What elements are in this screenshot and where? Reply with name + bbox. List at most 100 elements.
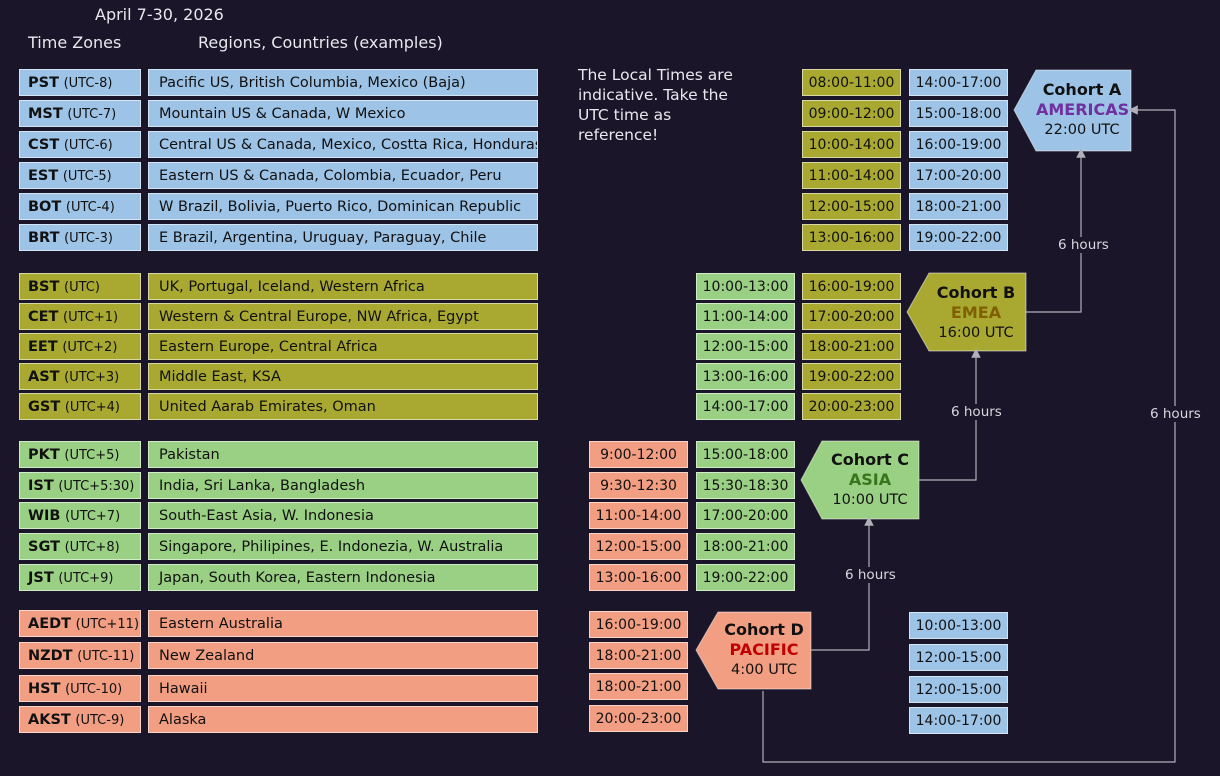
gap-label-bc: 6 hours [949,404,1004,420]
time-slot-americas-a: 13:00-16:00 [802,224,901,251]
region-cell: United Aarab Emirates, Oman [148,393,538,420]
timezone-offset: (UTC+9) [58,571,114,586]
time-slot-americas-a: 08:00-11:00 [802,69,901,96]
arrow-b-to-a [1026,148,1086,313]
timezone-offset: (UTC-6) [63,138,113,153]
timezone-abbr: BRT [28,230,60,246]
timezone-cell: HST (UTC-10) [19,675,141,702]
region-cell: Eastern US & Canada, Colombia, Ecuador, … [148,162,538,189]
timezone-cell: BOT (UTC-4) [19,193,141,220]
timezone-abbr: WIB [28,508,61,524]
timezone-abbr: PKT [28,447,60,463]
time-slot-asia-b: 17:00-20:00 [696,502,795,529]
timezone-abbr: CST [28,137,60,153]
time-slot-americas-b: 19:00-22:00 [909,224,1008,251]
timezone-offset: (UTC) [64,280,100,295]
timezone-cell: PST (UTC-8) [19,69,141,96]
timezone-offset: (UTC+1) [63,310,119,325]
timezone-abbr: CET [28,309,59,325]
time-slot-pacific-a: 18:00-21:00 [589,673,688,700]
time-slot-pacific-b: 10:00-13:00 [909,612,1008,639]
time-slot-americas-a: 12:00-15:00 [802,193,901,220]
time-slot-americas-b: 17:00-20:00 [909,162,1008,189]
timezone-cell: EET (UTC+2) [19,333,141,360]
time-slot-emea-a: 12:00-15:00 [696,333,795,360]
time-slot-emea-a: 14:00-17:00 [696,393,795,420]
timezone-cell: EST (UTC-5) [19,162,141,189]
timezone-abbr: AKST [28,712,71,728]
region-cell: Alaska [148,706,538,733]
cohort-d-title: Cohort D [724,620,804,639]
arrow-c-to-b [919,348,981,481]
timezone-abbr: BOT [28,199,62,215]
timezone-offset: (UTC-8) [63,76,113,91]
cohort-d-region: PACIFIC [729,640,799,659]
time-slot-emea-b: 18:00-21:00 [802,333,901,360]
timezone-abbr: BST [28,279,60,295]
timezone-cell: JST (UTC+9) [19,564,141,591]
time-slot-emea-a: 13:00-16:00 [696,363,795,390]
timezone-abbr: PST [28,75,59,91]
timezone-abbr: IST [28,478,54,494]
time-slot-emea-b: 17:00-20:00 [802,303,901,330]
gap-label-da: 6 hours [1148,406,1203,422]
timezone-offset: (UTC+8) [64,540,120,555]
region-cell: Pacific US, British Columbia, Mexico (Ba… [148,69,538,96]
region-cell: Middle East, KSA [148,363,538,390]
timezone-abbr: NZDT [28,648,73,664]
cohort-d-card: Cohort D PACIFIC 4:00 UTC [718,620,810,680]
region-cell: New Zealand [148,642,538,669]
time-slot-pacific-b: 12:00-15:00 [909,644,1008,671]
gap-label-cd: 6 hours [843,567,898,583]
region-cell: Central US & Canada, Mexico, Costta Rica… [148,131,538,158]
timezone-cell: SGT (UTC+8) [19,533,141,560]
timezone-cell: WIB (UTC+7) [19,502,141,529]
timezone-cell: AEDT (UTC+11) [19,610,141,637]
cohort-a-card: Cohort A AMERICAS 22:00 UTC [1036,80,1129,140]
cohort-a-title: Cohort A [1042,80,1122,99]
timezone-abbr: MST [28,106,63,122]
timezones-header: Time Zones [28,33,122,52]
region-cell: India, Sri Lanka, Bangladesh [148,472,538,499]
region-cell: E Brazil, Argentina, Uruguay, Paraguay, … [148,224,538,251]
timezone-abbr: EST [28,168,59,184]
time-slot-pacific-a: 20:00-23:00 [589,705,688,732]
cohort-b-region: EMEA [950,303,1002,322]
timezone-cell: MST (UTC-7) [19,100,141,127]
timezone-offset: (UTC-10) [65,682,123,697]
timezone-abbr: EET [28,339,58,355]
timezone-offset: (UTC-7) [67,107,117,122]
region-cell: South-East Asia, W. Indonesia [148,502,538,529]
region-cell: Mountain US & Canada, W Mexico [148,100,538,127]
timezone-offset: (UTC-11) [77,649,135,664]
time-slot-asia-a: 11:00-14:00 [589,502,688,529]
cohort-c-utc: 10:00 UTC [832,492,908,508]
time-slot-emea-b: 19:00-22:00 [802,363,901,390]
timezone-offset: (UTC+7) [65,509,121,524]
timezone-cell: CST (UTC-6) [19,131,141,158]
region-cell: Western & Central Europe, NW Africa, Egy… [148,303,538,330]
gap-label-ab: 6 hours [1056,237,1111,253]
cohort-c-card: Cohort C ASIA 10:00 UTC [822,450,918,510]
time-slot-asia-b: 15:00-18:00 [696,441,795,468]
time-slot-pacific-a: 16:00-19:00 [589,611,688,638]
time-slot-pacific-b: 14:00-17:00 [909,707,1008,734]
cohort-d-utc: 4:00 UTC [731,662,797,678]
timezone-cell: AST (UTC+3) [19,363,141,390]
timezone-abbr: AEDT [28,616,72,632]
timezone-offset: (UTC-3) [64,231,113,246]
cohort-a-utc: 22:00 UTC [1044,122,1120,138]
arrow-d-to-c [811,516,874,651]
time-slot-americas-b: 14:00-17:00 [909,69,1008,96]
region-cell: Japan, South Korea, Eastern Indonesia [148,564,538,591]
local-times-note: The Local Times are indicative. Take the… [578,66,733,144]
time-slot-asia-b: 19:00-22:00 [696,564,795,591]
timezone-abbr: GST [28,399,61,415]
timezone-abbr: SGT [28,539,60,555]
region-cell: Hawaii [148,675,538,702]
time-slot-americas-a: 11:00-14:00 [802,162,901,189]
date-title: April 7-30, 2026 [95,5,224,24]
region-cell: Eastern Europe, Central Africa [148,333,538,360]
timezone-cell: BST (UTC) [19,273,141,300]
